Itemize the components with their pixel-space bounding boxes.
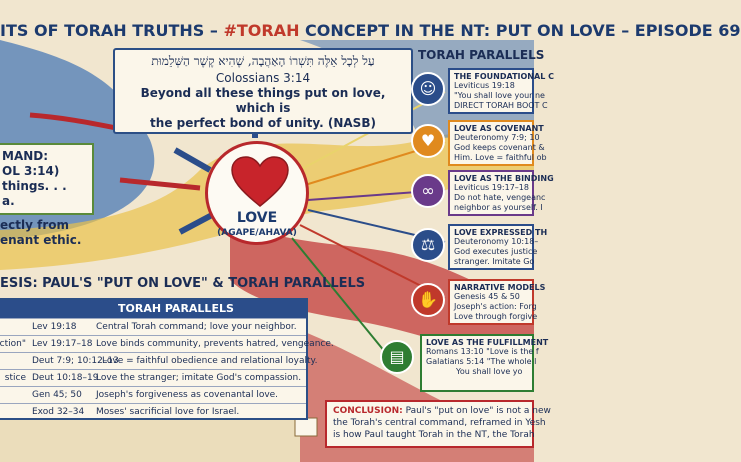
row-text: Love binds community, prevents hatred, v…: [96, 339, 334, 349]
left-command-panel: MAND: OL 3:14) things. . . a.: [0, 143, 94, 215]
conclusion-line2: the Torah's central command, reframed in…: [333, 418, 546, 428]
hebrew-verse: עַל לְכָל אֵלֶּה תִּשְׁרוֹ הָאַהֲבָה, שֶ…: [151, 54, 375, 68]
card-line3: neighbor as yourself. I: [454, 203, 543, 212]
parallel-card: LOVE AS THE BINDING Leviticus 19:17–18 D…: [448, 170, 554, 216]
verse-reference: Colossians 3:14: [215, 71, 311, 85]
title-prefix: ITS OF TORAH TRUTHS –: [0, 21, 224, 40]
row-text: Moses' sacrificial love for Israel.: [96, 407, 240, 417]
parallels-table: TORAH PARALLELS Lev 19:18 Central Torah c…: [0, 298, 334, 421]
scales-icon: ⚖: [411, 228, 445, 262]
table-row: Lev 19:18 Central Torah command; love you…: [0, 318, 306, 336]
right-panel-title: TORAH PARALLELS: [418, 48, 545, 62]
conclusion-box: CONCLUSION: Paul's "put on love" is not …: [325, 400, 551, 448]
row-text: Love the stranger; imitate God's compass…: [96, 373, 302, 383]
parallel-card: NARRATIVE MODELS Genesis 45 & 50 Joseph'…: [448, 279, 546, 325]
card-line2: Galatians 5:14 "The whole l: [426, 357, 537, 366]
row-ref: Lev 19:18: [32, 322, 77, 332]
card-heading: LOVE AS THE BINDING: [454, 174, 554, 183]
left-note-line1: ectly from: [0, 218, 69, 232]
table-row: Exod 32–34 Moses' sacrificial love for Is…: [0, 403, 306, 421]
row-ref: Deut 10:18–19: [32, 373, 99, 383]
row-label: stice: [4, 373, 26, 383]
row-text: Joseph's forgiveness as covenantal love.: [96, 390, 279, 400]
card-heading: THE FOUNDATIONAL C: [454, 72, 554, 81]
row-ref: Lev 19:17–18: [32, 339, 93, 349]
left-line1: MAND:: [2, 149, 49, 163]
card-heading: LOVE EXPRESSED TH: [454, 228, 548, 237]
card-line1: Romans 13:10 "Love is the f: [426, 347, 539, 356]
conclusion-line1: CONCLUSION: Paul's "put on love" is not …: [333, 405, 551, 417]
parallel-card: THE FOUNDATIONAL C Leviticus 19:18 "You …: [448, 68, 554, 114]
table-row: Gen 45; 50 Joseph's forgiveness as covena…: [0, 386, 306, 404]
page-title: ITS OF TORAH TRUTHS – #TORAH CONCEPT IN …: [0, 16, 741, 46]
verse-quote-line1: Beyond all these things put on love, whi…: [140, 86, 386, 115]
title-accent: #TORAH: [223, 21, 300, 40]
book-icon: ▤: [380, 340, 414, 374]
card-heading: NARRATIVE MODELS: [454, 283, 546, 292]
center-label: LOVE: [236, 210, 278, 226]
card-line3: DIRECT TORAH BOOT C: [454, 101, 548, 110]
card-line2: Joseph's action: Forg: [454, 302, 537, 311]
card-line2: Do not hate, vengeanc: [454, 193, 546, 202]
heart-hands-icon: ♥: [411, 124, 445, 158]
people-icon: ☺: [411, 72, 445, 106]
center-sublabel: (AGAPE/AHAVA): [217, 228, 297, 238]
title-suffix: CONCEPT IN THE NT: PUT ON LOVE – EPISODE…: [299, 21, 741, 40]
conclusion-text1: Paul's "put on love" is not a new: [402, 406, 551, 416]
card-line3: You shall love yo: [456, 367, 523, 376]
card-line3: Love through forgive: [454, 312, 538, 321]
card-line1: Leviticus 19:18: [454, 81, 515, 90]
heart-icon: [231, 156, 289, 207]
row-ref: Exod 32–34: [32, 407, 85, 417]
conclusion-line3: is how Paul taught Torah in the NT, the …: [333, 430, 535, 440]
left-note-line2: enant ethic.: [0, 233, 82, 247]
row-ref: Gen 45; 50: [32, 390, 82, 400]
card-line1: Deuteronomy 10:18–: [454, 237, 539, 246]
card-heading: LOVE AS THE FULFILLMENT: [426, 338, 549, 347]
left-line3: things. . .: [2, 179, 67, 193]
card-line1: Leviticus 19:17–18: [454, 183, 529, 192]
row-ref: Deut 7:9; 10:12–13: [32, 356, 119, 366]
row-text: Central Torah command; love your neighbo…: [96, 322, 297, 332]
card-line1: Genesis 45 & 50: [454, 292, 520, 301]
parallel-card: LOVE EXPRESSED TH Deuteronomy 10:18– God…: [448, 224, 548, 270]
table-header: TORAH PARALLELS: [0, 300, 306, 318]
card-heading: LOVE AS COVENANT: [454, 124, 544, 133]
card-line3: Him. Love = faithful ob: [454, 153, 547, 162]
card-line2: God executes justice: [454, 247, 538, 256]
verse-quote-line2: the perfect bond of unity. (NASB): [150, 116, 376, 130]
chain-icon: ∞: [411, 174, 445, 208]
verse-box: עַל לְכָל אֵלֶּה תִּשְׁרוֹ הָאַהֲבָה, שֶ…: [113, 48, 413, 134]
table-header-label: TORAH PARALLELS: [118, 302, 234, 315]
conclusion-label: CONCLUSION:: [333, 406, 403, 416]
card-line2: "You shall love your ne: [454, 91, 545, 100]
left-note: ectly from enant ethic.: [0, 218, 100, 248]
row-text: Love = faithful obedience and relational…: [102, 356, 318, 366]
table-title: ESIS: PAUL'S "PUT ON LOVE" & TORAH PARAL…: [0, 276, 366, 291]
left-line4: a.: [2, 194, 15, 208]
card-line2: God keeps covenant &: [454, 143, 545, 152]
row-label: ction": [0, 339, 26, 349]
left-line2: OL 3:14): [2, 164, 60, 178]
parallel-card: LOVE AS COVENANT Deuteronomy 7:9; 10 God…: [448, 120, 547, 166]
handshake-icon: ✋: [411, 283, 445, 317]
card-line3: stranger. Imitate Go: [454, 257, 535, 266]
card-line1: Deuteronomy 7:9; 10: [454, 133, 540, 142]
center-love-node: LOVE (AGAPE/AHAVA): [205, 141, 309, 245]
parallel-card: LOVE AS THE FULFILLMENT Romans 13:10 "Lo…: [420, 334, 549, 392]
